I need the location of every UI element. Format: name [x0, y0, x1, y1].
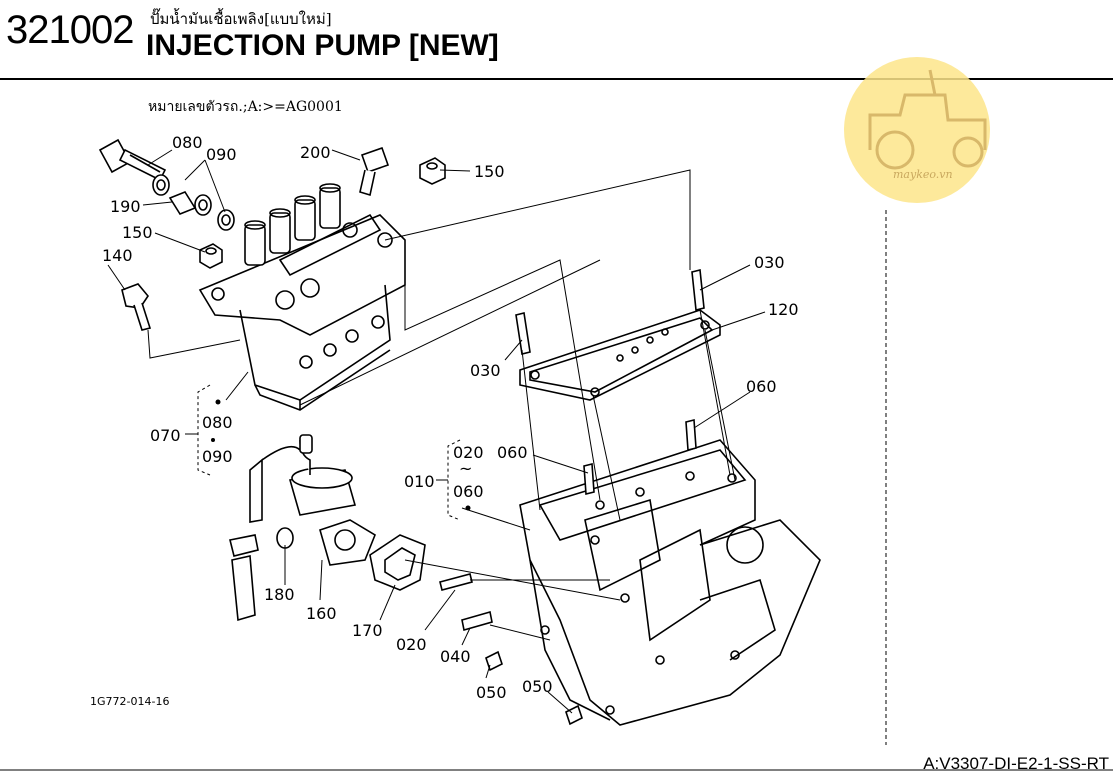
callout-060: 060	[746, 377, 777, 396]
callout-040: 040	[440, 647, 471, 666]
figure-code: 1G772-014-16	[90, 695, 170, 708]
title-english: INJECTION PUMP [NEW]	[146, 29, 499, 62]
callout-020: 020	[396, 635, 427, 654]
gear-case	[519, 439, 821, 726]
callout-090: 090	[202, 447, 233, 466]
callout-180: 180	[264, 585, 295, 604]
part-group-code: 321002	[6, 8, 134, 52]
feed-pump-gasket	[369, 534, 426, 591]
bracket-010	[447, 439, 461, 521]
dowel-pin	[485, 418, 697, 726]
stud-bolt	[439, 269, 705, 632]
callout-070: 070	[150, 426, 181, 445]
callout-090: 090	[206, 145, 237, 164]
bolt	[121, 283, 152, 331]
callout-010: 010	[404, 472, 435, 491]
callout-120: 120	[768, 300, 799, 319]
callout-160: 160	[306, 604, 337, 623]
callout-030: 030	[754, 253, 785, 272]
svg-text:maykeo.vn: maykeo.vn	[893, 168, 953, 181]
callout-080: 080	[202, 413, 233, 432]
serial-note: หมายเลขตัวรถ.;A:>=AG0001	[148, 99, 343, 115]
callout-labels: 080 090 200 150 190 150 140 030 120 030 …	[102, 133, 799, 702]
leader-lines	[107, 149, 766, 714]
callout-030: 030	[470, 361, 501, 380]
injection-pump	[198, 183, 406, 411]
sealing-washer	[152, 174, 235, 231]
bracket-070	[197, 384, 211, 476]
nut	[199, 157, 446, 269]
callout-020: 020	[453, 443, 484, 462]
callout-200: 200	[300, 143, 331, 162]
callout-080: 080	[172, 133, 203, 152]
callout-170: 170	[352, 621, 383, 640]
callout-140: 140	[102, 246, 133, 265]
callout-060: 060	[453, 482, 484, 501]
callout-060: 060	[497, 443, 528, 462]
header-divider	[0, 78, 1113, 80]
range-tilde: ~	[459, 459, 472, 478]
callout-150: 150	[122, 223, 153, 242]
feed-pump	[229, 434, 376, 622]
air-vent-screw	[359, 146, 390, 197]
callout-050: 050	[476, 683, 507, 702]
callout-050: 050	[522, 677, 553, 696]
fuel-joint	[168, 191, 197, 215]
model-code: A:V3307-DI-E2-1-SS-RT	[923, 754, 1109, 773]
title-thai: ปั๊มน้ำมันเชื้อเพลิง[แบบใหม่]	[150, 10, 332, 28]
gasket	[519, 309, 721, 401]
callout-190: 190	[110, 197, 141, 216]
watermark-logo: maykeo.vn	[844, 57, 990, 203]
callout-150: 150	[474, 162, 505, 181]
